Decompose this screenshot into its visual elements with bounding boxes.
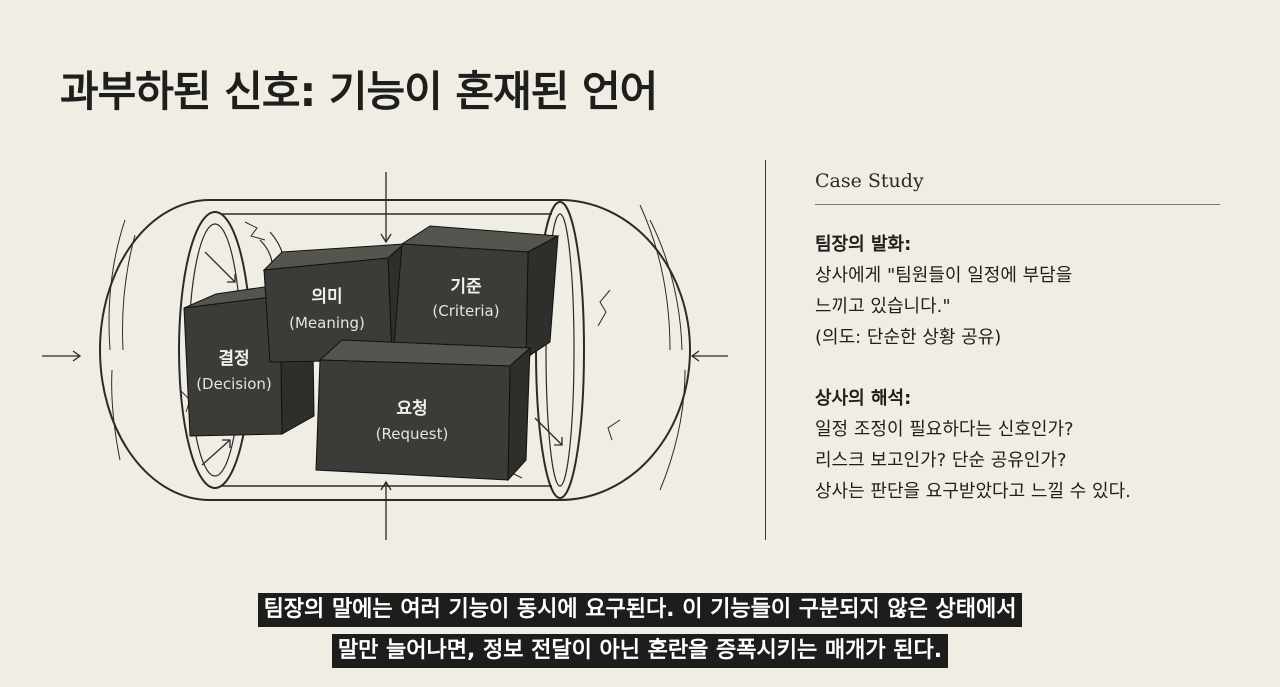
subtitle-text: 말만 늘어나면, 정보 전달이 아닌 혼란을 증폭시키는 매개가 된다. bbox=[331, 634, 949, 668]
case-study-label: Case Study bbox=[815, 170, 1220, 205]
subtitle-text: 팀장의 말에는 여러 기능이 동시에 요구된다. 이 기능들이 구분되지 않은 … bbox=[257, 593, 1023, 627]
box-meaning-label-ko: 의미 bbox=[311, 287, 342, 307]
capsule-inner-rim bbox=[222, 213, 552, 487]
subtitle-line-2: 말만 늘어나면, 정보 전달이 아닌 혼란을 증폭시키는 매개가 된다. bbox=[0, 632, 1280, 668]
case-study-panel: Case Study 팀장의 발화: 상사에게 "팀원들이 일정에 부담을 느끼… bbox=[815, 170, 1220, 537]
box-criteria-label-ko: 기준 bbox=[450, 277, 482, 297]
box-decision-label-ko: 결정 bbox=[218, 349, 249, 369]
box-criteria-label-en: (Criteria) bbox=[432, 302, 499, 320]
case-section-speech: 팀장의 발화: 상사에게 "팀원들이 일정에 부담을 느끼고 있습니다." (의… bbox=[815, 229, 1220, 353]
box-request-label-ko: 요청 bbox=[396, 398, 427, 419]
case-line: 상사는 판단을 요구받았다고 느낄 수 있다. bbox=[815, 481, 1131, 502]
case-section-heading: 팀장의 발화: bbox=[815, 234, 912, 255]
box-meaning-label-en: (Meaning) bbox=[289, 314, 365, 332]
box-request: 요청 (Request) bbox=[315, 339, 532, 482]
box-criteria: 기준 (Criteria) bbox=[393, 225, 560, 359]
case-line: 일정 조정이 필요하다는 신호인가? bbox=[815, 419, 1074, 440]
case-section-interpretation: 상사의 해석: 일정 조정이 필요하다는 신호인가? 리스크 보고인가? 단순 … bbox=[815, 383, 1220, 507]
case-line: 상사에게 "팀원들이 일정에 부담을 bbox=[815, 265, 1073, 286]
box-decision-label-en: (Decision) bbox=[196, 375, 272, 393]
case-section-heading: 상사의 해석: bbox=[815, 388, 912, 409]
overloaded-capsule-diagram: 결정 (Decision) 의미 (Meaning) 기준 (Criteria)… bbox=[42, 172, 728, 540]
page-title: 과부하된 신호: 기능이 혼재된 언어 bbox=[60, 67, 658, 116]
capsule-outline bbox=[99, 199, 691, 501]
box-request-label-en: (Request) bbox=[376, 425, 449, 443]
case-line: 느끼고 있습니다." bbox=[815, 296, 951, 317]
subtitle-line-1: 팀장의 말에는 여러 기능이 동시에 요구된다. 이 기능들이 구분되지 않은 … bbox=[0, 591, 1280, 627]
case-line: 리스크 보고인가? 단순 공유인가? bbox=[815, 450, 1067, 471]
divider-line bbox=[765, 160, 766, 540]
case-line: (의도: 단순한 상황 공유) bbox=[815, 327, 1002, 348]
